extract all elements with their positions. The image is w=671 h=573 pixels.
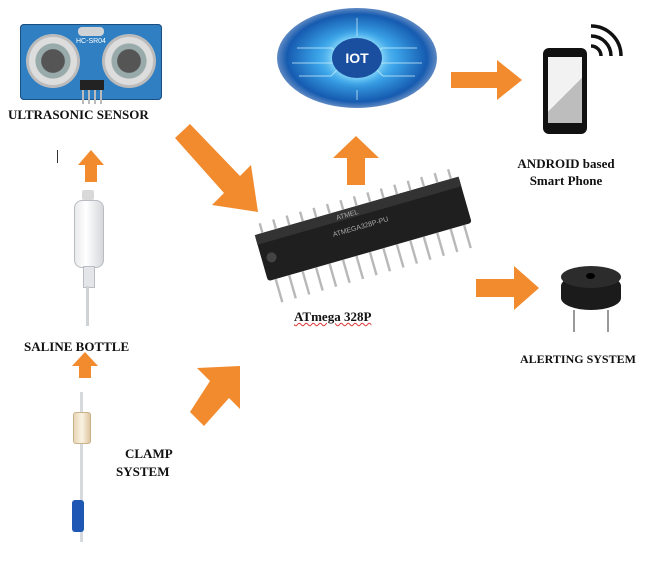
sensor-pin-header bbox=[80, 80, 104, 90]
saline-tube bbox=[86, 286, 89, 326]
atmega-label: ATmega 328P bbox=[294, 309, 372, 324]
iot-cloud-image: IOT bbox=[277, 8, 437, 108]
chip-marking-1: ATMEL bbox=[335, 208, 360, 223]
bottle-cap bbox=[82, 190, 94, 200]
sensor-pins bbox=[82, 90, 104, 104]
buzzer-leg-right bbox=[607, 310, 609, 332]
bottle-neck bbox=[83, 266, 95, 288]
sensor-right-transducer bbox=[102, 34, 156, 88]
wifi-signal-icon bbox=[590, 24, 623, 57]
clamp-label-line2: SYSTEM bbox=[116, 464, 170, 479]
buzzer-image bbox=[556, 262, 626, 332]
clamp-connector bbox=[73, 412, 91, 444]
saline-bottle-label: SALINE BOTTLE bbox=[24, 339, 130, 354]
clamp-label-line1: CLAMP bbox=[125, 446, 173, 461]
buzzer-leg-left bbox=[573, 310, 575, 332]
smartphone-icon bbox=[543, 48, 587, 134]
iot-label: IOT bbox=[345, 50, 369, 66]
phone-label-line2: Smart Phone bbox=[529, 173, 603, 188]
saline-bottle-image bbox=[70, 190, 106, 288]
clamp-roller bbox=[72, 500, 84, 532]
ultrasonic-sensor-label: ULTRASONIC SENSOR bbox=[8, 107, 149, 122]
iot-badge: IOT bbox=[332, 38, 382, 78]
clamp-tube bbox=[80, 392, 83, 542]
phone-screen bbox=[548, 57, 582, 123]
buzzer-hole bbox=[586, 273, 595, 279]
ultrasonic-sensor-image: HC-SR04 bbox=[20, 24, 162, 100]
sensor-left-transducer bbox=[26, 34, 80, 88]
sensor-crystal bbox=[78, 27, 104, 36]
alerting-system-label: ALERTING SYSTEM bbox=[520, 352, 636, 366]
bottle-body bbox=[74, 200, 104, 268]
text-cursor-mark bbox=[57, 150, 58, 163]
sensor-module-text: HC-SR04 bbox=[76, 38, 106, 45]
phone-label-line1: ANDROID based bbox=[517, 156, 615, 171]
